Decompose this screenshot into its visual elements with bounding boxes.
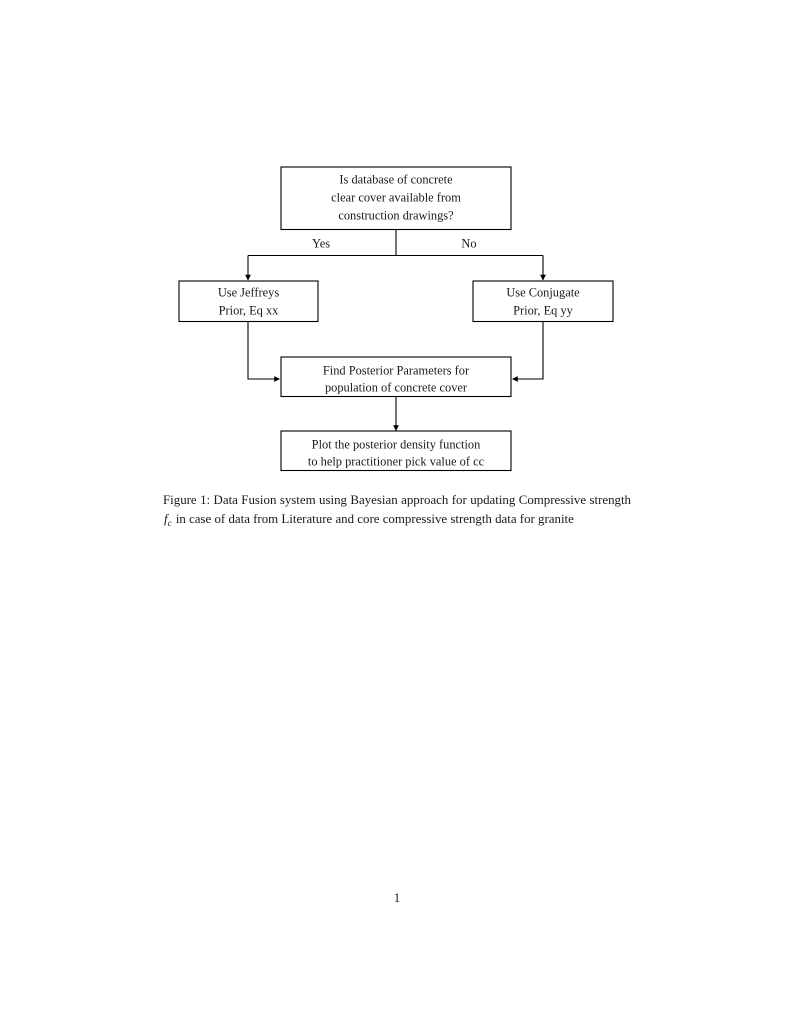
- node-conjugate-line1: Use Conjugate: [506, 286, 580, 300]
- caption-label: Figure 1:: [163, 493, 211, 507]
- figure-caption: Figure 1: Data Fusion system using Bayes…: [163, 491, 631, 533]
- node-jeffreys-line1: Use Jeffreys: [218, 286, 280, 300]
- node-posterior-line1: Find Posterior Parameters for: [323, 364, 470, 378]
- page-number: 1: [393, 891, 401, 905]
- caption-math-subscript: c: [167, 517, 172, 528]
- edge-label-no: No: [461, 237, 476, 251]
- node-plot-box[interactable]: [280, 430, 512, 472]
- node-decision-box[interactable]: [280, 166, 512, 231]
- node-plot-line1: Plot the posterior density function: [312, 438, 481, 452]
- node-posterior-box[interactable]: [280, 356, 512, 398]
- edge-label-yes: Yes: [312, 237, 330, 251]
- caption-math-variable: f: [164, 512, 168, 527]
- connector-conjugate-to-posterior: [512, 321, 544, 382]
- node-posterior-line2: population of concrete cover: [325, 381, 468, 395]
- caption-text-before: Data Fusion system using Bayesian approa…: [213, 493, 632, 507]
- node-plot-line2: to help practitioner pick value of cc: [308, 455, 485, 469]
- node-decision-line1: Is database of concrete: [339, 173, 453, 187]
- node-decision-line3: construction drawings?: [338, 209, 453, 223]
- node-conjugate-line2: Prior, Eq yy: [513, 304, 574, 318]
- caption-text-after: in case of data from Literature and core…: [175, 512, 574, 527]
- node-decision-line2: clear cover available from: [331, 191, 461, 205]
- connector-jeffreys-to-posterior: [247, 321, 280, 382]
- node-conjugate-box[interactable]: [472, 280, 614, 323]
- node-jeffreys-box[interactable]: [178, 280, 319, 323]
- node-jeffreys-line2: Prior, Eq xx: [219, 304, 280, 318]
- figure-1: Is database of concrete clear cover avai…: [0, 0, 794, 490]
- flowchart-diagram: Is database of concrete clear cover avai…: [178, 166, 614, 472]
